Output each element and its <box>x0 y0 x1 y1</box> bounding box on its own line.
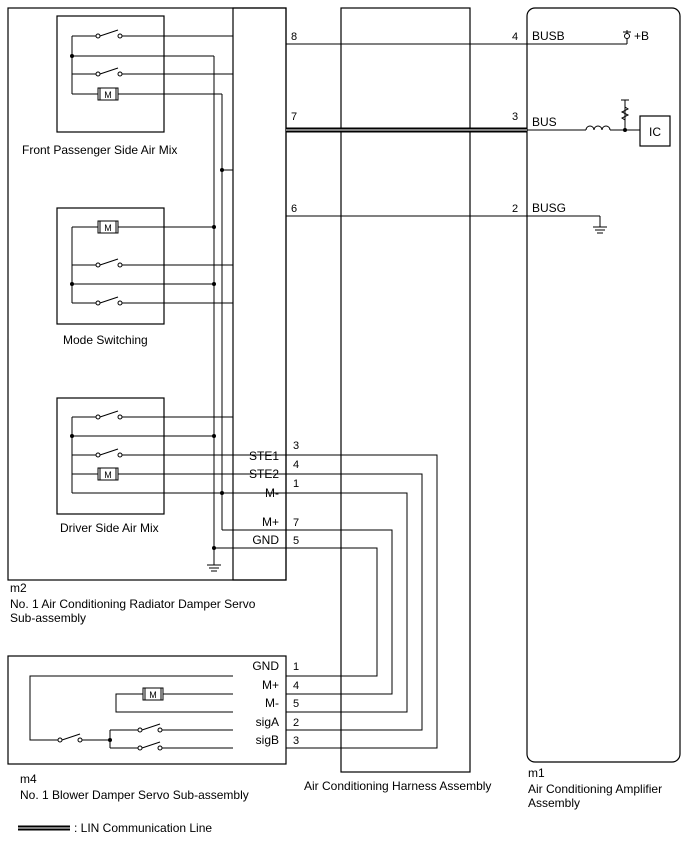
m2-pin-gnd: 5 <box>293 535 299 547</box>
m1-code: m1 <box>528 766 545 780</box>
legend: : LIN Communication Line <box>18 821 212 835</box>
m2-internal-buses <box>212 56 290 565</box>
harness-name: Air Conditioning Harness Assembly <box>304 779 491 793</box>
m4-signal-sig-b: sigB <box>256 733 279 747</box>
mode-switching-internals <box>70 226 233 304</box>
m1-pin-busg: 2 <box>512 203 518 215</box>
ground-icon <box>207 564 221 572</box>
mode-switching-box <box>56 207 165 325</box>
m4-pin-m-plus: 4 <box>293 680 299 692</box>
m4-pin-sig-b: 3 <box>293 735 299 747</box>
ic-label: IC <box>649 125 661 139</box>
motor-symbol: M <box>104 470 112 480</box>
m2-pin-m-minus: 1 <box>293 478 299 490</box>
m1-pin-busb: 4 <box>512 31 518 43</box>
m2-pin-7-bus: 7 <box>291 111 297 123</box>
m1-name-line2: Assembly <box>528 796 580 810</box>
switch-icon <box>95 29 123 39</box>
m1-signal-bus: BUS <box>532 115 557 129</box>
m4-signal-gnd: GND <box>252 659 279 673</box>
m1-housing <box>526 7 681 763</box>
m2-signal-m-minus: M- <box>265 486 279 500</box>
m4-pin-gnd: 1 <box>293 661 299 673</box>
plus-b-label: +B <box>634 29 649 43</box>
motor-icon: M <box>97 467 119 481</box>
motor-symbol: M <box>104 223 112 233</box>
front-passenger-label: Front Passenger Side Air Mix <box>22 143 177 157</box>
m4-signal-sig-a: sigA <box>256 715 279 729</box>
harness-housing <box>340 7 471 773</box>
m4-internals <box>29 675 233 749</box>
harness-wires <box>286 454 438 749</box>
driver-air-mix-box <box>56 397 165 515</box>
switch-icon <box>137 723 163 733</box>
switch-icon <box>95 258 123 268</box>
m2-pin-6: 6 <box>291 203 297 215</box>
bus-circuit <box>527 99 640 132</box>
m2-name-line2: Sub-assembly <box>10 611 86 625</box>
m2-signal-ste1: STE1 <box>249 449 279 463</box>
m1-signal-busg: BUSG <box>532 201 566 215</box>
m1-signal-busb: BUSB <box>532 29 565 43</box>
m2-signal-m-plus: M+ <box>262 515 279 529</box>
m4-pin-sig-a: 2 <box>293 717 299 729</box>
front-passenger-internals <box>70 35 233 95</box>
motor-icon: M <box>97 87 119 101</box>
m2-code: m2 <box>10 581 27 595</box>
driver-air-mix-internals <box>70 416 290 494</box>
plus-b-terminal <box>623 30 631 44</box>
mode-switching-label: Mode Switching <box>63 333 148 347</box>
motor-icon: M <box>97 220 119 234</box>
m2-pin-ste2: 4 <box>293 459 299 471</box>
m2-signal-gnd: GND <box>252 533 279 547</box>
m4-signal-m-plus: M+ <box>262 678 279 692</box>
m4-housing <box>7 655 287 765</box>
m4-name: No. 1 Blower Damper Servo Sub-assembly <box>20 788 249 802</box>
switch-icon <box>95 410 123 420</box>
switch-icon <box>95 448 123 458</box>
m2-pin-ste1: 3 <box>293 440 299 452</box>
m2-pin-8: 8 <box>291 31 297 43</box>
ic-box <box>639 115 671 147</box>
driver-air-mix-label: Driver Side Air Mix <box>60 521 159 535</box>
m1-name-line1: Air Conditioning Amplifier <box>528 782 662 796</box>
m2-pin-m-plus: 7 <box>293 517 299 529</box>
m4-signal-m-minus: M- <box>265 696 279 710</box>
motor-symbol: M <box>104 90 112 100</box>
switch-icon <box>95 296 123 306</box>
m4-pin-m-minus: 5 <box>293 698 299 710</box>
switch-icon <box>57 733 83 743</box>
ground-icon <box>593 216 607 234</box>
m2-name-line1: No. 1 Air Conditioning Radiator Damper S… <box>10 597 256 611</box>
m2-connector-block <box>232 7 287 581</box>
switch-icon <box>95 67 123 77</box>
motor-symbol: M <box>149 690 157 700</box>
switch-icon <box>137 741 163 751</box>
m4-code: m4 <box>20 772 37 786</box>
motor-icon: M <box>142 687 164 701</box>
m1-pin-bus: 3 <box>512 111 518 123</box>
legend-text: : LIN Communication Line <box>74 821 212 835</box>
m2-signal-ste2: STE2 <box>249 467 279 481</box>
